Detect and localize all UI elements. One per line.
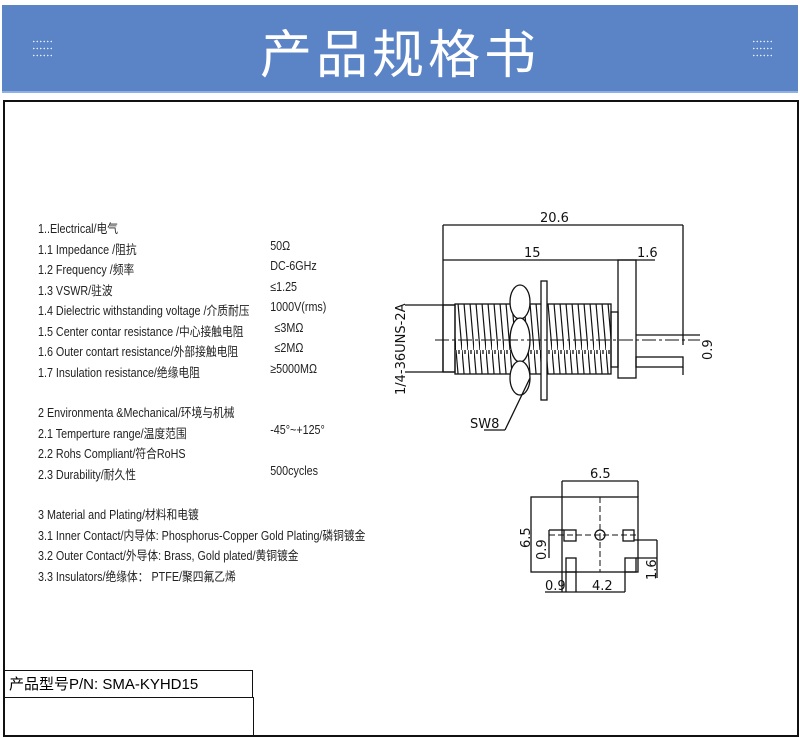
- spec-frame: [3, 100, 799, 737]
- spec-row: 1.1 Impedance /阻抗 50Ω: [38, 239, 365, 260]
- spec-label: 1.6 Outer contart resistance/外部接触电阻: [38, 345, 239, 359]
- bottom-view: 6.5 6.5 0.9 0.9 4.2 1.6: [519, 467, 660, 594]
- section-title: 1..Electrical/电气: [38, 222, 119, 236]
- spec-value: 50Ω: [270, 238, 291, 253]
- dim-width: 6.5: [590, 467, 611, 482]
- section-title: 3 Material and Plating/材料和电镀: [38, 508, 199, 522]
- hex-size: SW8: [470, 417, 499, 432]
- spec-label: 1.1 Impedance /阻抗: [38, 242, 137, 257]
- spec-value: ≤1.25: [270, 279, 298, 294]
- spec-row: 2.2 Rohs Compliant/符合RoHS: [38, 443, 365, 464]
- spec-label: 2.2 Rohs Compliant/符合RoHS: [38, 447, 186, 461]
- spec-row: 2.1 Temperture range/温度范围 -45°~+125°: [38, 423, 365, 444]
- spec-row: 1.6 Outer contart resistance/外部接触电阻 ≤2MΩ: [38, 341, 365, 362]
- dim-pad-offset: 0.9: [535, 539, 550, 560]
- spec-label: 1.7 Insulation resistance/绝缘电阻: [38, 365, 200, 380]
- dim-overall-length: 20.6: [540, 211, 569, 226]
- dim-flange: 1.6: [637, 246, 658, 261]
- dim-pad-width: 0.9: [545, 579, 566, 594]
- spec-row: 1.3 VSWR/驻波 ≤1.25: [38, 280, 365, 301]
- dim-body-length: 15: [524, 246, 541, 261]
- spec-list: 1..Electrical/电气 1.1 Impedance /阻抗 50Ω 1.…: [38, 218, 365, 586]
- dim-height: 6.5: [519, 527, 534, 548]
- spec-label: 2.1 Temperture range/温度范围: [38, 426, 187, 441]
- spec-label: 1.2 Frequency /频率: [38, 263, 135, 277]
- spec-value: ≤2MΩ: [274, 341, 304, 355]
- spec-value: 500cycles: [270, 463, 319, 478]
- spec-value: 1000V(rms): [270, 300, 327, 314]
- part-number: 产品型号P/N: SMA-KYHD15: [3, 670, 253, 698]
- spec-row: 3.3 Insulators/绝缘体： PTFE/聚四氟乙烯: [38, 569, 236, 584]
- page-title: 产品规格书: [259, 26, 540, 86]
- spec-label: 1.5 Center contar resistance /中心接触电阻: [38, 324, 244, 339]
- spec-row: 3.2 Outer Contact/外导体: Brass, Gold plate…: [38, 549, 299, 563]
- spec-value: -45°~+125°: [270, 422, 325, 437]
- dim-pin: 0.9: [701, 339, 716, 360]
- dim-pad-height: 1.6: [645, 559, 660, 580]
- spec-row: 2.3 Durability/耐久性 500cycles: [38, 464, 365, 485]
- decor-dots-left: [32, 38, 52, 58]
- dim-pad-spacing: 4.2: [592, 579, 613, 594]
- section-title: 2 Environmenta &Mechanical/环境与机械: [38, 406, 235, 420]
- spec-value: ≤3MΩ: [274, 320, 304, 335]
- spec-row: 1.7 Insulation resistance/绝缘电阻 ≥5000MΩ: [38, 362, 365, 383]
- spec-row: 1.4 Dielectric withstanding voltage /介质耐…: [38, 300, 365, 321]
- header-banner: 产品规格书: [2, 5, 798, 93]
- spec-label: 1.4 Dielectric withstanding voltage /介质耐…: [38, 304, 250, 318]
- spec-value: ≥5000MΩ: [270, 361, 318, 376]
- thread-spec: 1/4-36UNS-2A: [394, 303, 409, 395]
- spec-label: 1.3 VSWR/驻波: [38, 283, 113, 298]
- side-view: 20.6 15 1.6 0.9 1/4-36UNS-2A SW8: [394, 211, 716, 432]
- spec-label: 2.3 Durability/耐久性: [38, 467, 136, 482]
- spec-row: 3.1 Inner Contact/内导体: Phosphorus-Copper…: [38, 528, 366, 543]
- spec-row: 1.2 Frequency /频率 DC-6GHz: [38, 259, 365, 280]
- decor-dots-right: [752, 38, 772, 58]
- spec-row: 1.5 Center contar resistance /中心接触电阻 ≤3MΩ: [38, 321, 365, 342]
- spec-value: DC-6GHz: [270, 259, 317, 273]
- title-block: [3, 697, 254, 735]
